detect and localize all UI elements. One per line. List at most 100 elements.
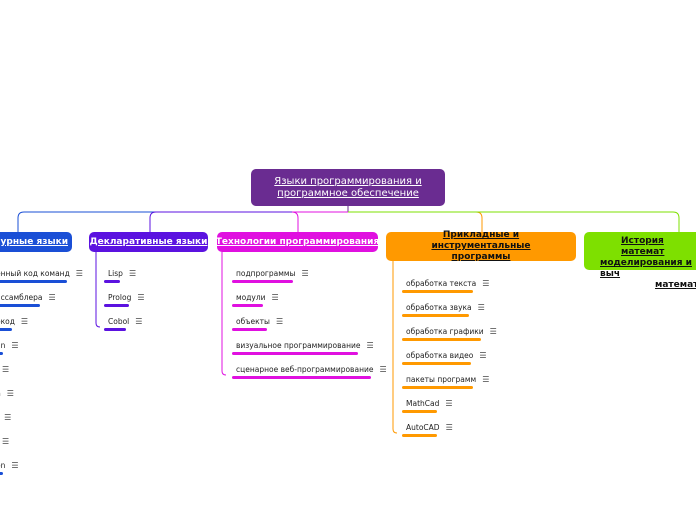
topic-3-4[interactable]: пакеты программ ☰ xyxy=(406,375,489,384)
topic-2-1[interactable]: модули ☰ xyxy=(236,293,279,302)
connector-line xyxy=(291,211,348,232)
topic-underline xyxy=(104,280,120,283)
connector-line xyxy=(95,252,101,328)
connector-line xyxy=(348,211,680,232)
topic-3-0[interactable]: обработка текста ☰ xyxy=(406,279,489,288)
topic-2-2[interactable]: объекты ☰ xyxy=(236,317,283,326)
topic-label: обработка текста xyxy=(406,279,477,288)
topic-label: сценарное веб-программирование xyxy=(236,365,374,374)
topic-1-0[interactable]: Lisp ☰ xyxy=(108,269,136,278)
notes-icon[interactable]: ☰ xyxy=(482,375,490,384)
topic-underline xyxy=(402,410,437,413)
topic-0-4[interactable]: ☰ xyxy=(0,365,9,374)
topic-underline xyxy=(232,376,371,379)
notes-icon[interactable]: ☰ xyxy=(445,399,453,408)
branch-declarative-label: Декларативные языки xyxy=(89,236,208,247)
topic-label: n xyxy=(0,389,1,398)
topic-0-8[interactable]: on ☰ xyxy=(0,461,19,470)
notes-icon[interactable]: ☰ xyxy=(11,341,19,350)
topic-label: Lisp xyxy=(108,269,123,278)
topic-0-0[interactable]: енный код команд ☰ xyxy=(0,269,83,278)
notes-icon[interactable]: ☰ xyxy=(48,293,56,302)
topic-0-1[interactable]: ассамблера☰ xyxy=(0,293,56,302)
connector-line xyxy=(149,211,348,232)
topic-1-2[interactable]: Cobol ☰ xyxy=(108,317,142,326)
topic-3-1[interactable]: обработка звука ☰ xyxy=(406,303,485,312)
notes-icon[interactable]: ☰ xyxy=(489,327,497,336)
branch-declarative-languages[interactable]: Декларативные языки xyxy=(89,232,208,252)
topic-label: Cobol xyxy=(108,317,130,326)
topic-label: подпрограммы xyxy=(236,269,296,278)
topic-label: енный код команд xyxy=(0,269,70,278)
topic-underline xyxy=(0,472,3,475)
topic-0-3[interactable]: an☰ xyxy=(0,341,19,350)
topic-label: MathCad xyxy=(406,399,440,408)
topic-underline xyxy=(104,304,129,307)
branch-history-line-1: История математ xyxy=(621,236,665,257)
topic-underline xyxy=(232,328,267,331)
root-topic-label: Языки программирования и программное обе… xyxy=(274,175,422,199)
notes-icon[interactable]: ☰ xyxy=(11,461,19,470)
notes-icon[interactable]: ☰ xyxy=(75,269,83,278)
topic-underline xyxy=(402,386,473,389)
topic-3-6[interactable]: AutoCAD ☰ xyxy=(406,423,453,432)
notes-icon[interactable]: ☰ xyxy=(20,317,29,326)
notes-icon[interactable]: ☰ xyxy=(4,413,12,422)
notes-icon[interactable]: ☰ xyxy=(271,293,279,302)
topic-underline xyxy=(402,290,473,293)
topic-underline xyxy=(402,434,437,437)
topic-label: пакеты программ xyxy=(406,375,477,384)
root-topic[interactable]: Языки программирования и программное обе… xyxy=(251,169,445,206)
topic-0-5[interactable]: n☰ xyxy=(0,389,14,398)
notes-icon[interactable]: ☰ xyxy=(366,341,374,350)
notes-icon[interactable]: ☰ xyxy=(128,269,137,278)
notes-icon[interactable]: ☰ xyxy=(137,293,145,302)
topic-3-5[interactable]: MathCad ☰ xyxy=(406,399,453,408)
branch-applied-software[interactable]: Прикладные и инструментальные программы xyxy=(386,230,576,262)
topic-label: визуальное программирование xyxy=(236,341,361,350)
topic-label: обработка звука xyxy=(406,303,472,312)
topic-3-3[interactable]: обработка видео☰ xyxy=(406,351,487,360)
connector-line xyxy=(221,252,227,376)
topic-0-6[interactable]: l☰ xyxy=(0,413,11,422)
connector-line xyxy=(392,261,398,434)
topic-underline xyxy=(0,328,12,331)
branch-procedural-label: дурные языки xyxy=(0,236,68,247)
notes-icon[interactable]: ☰ xyxy=(275,317,284,326)
topic-2-0[interactable]: подпрограммы ☰ xyxy=(236,269,309,278)
topic-0-7[interactable]: ☰ xyxy=(0,437,9,446)
topic-label: модули xyxy=(236,293,266,302)
topic-label: AutoCAD xyxy=(406,423,440,432)
notes-icon[interactable]: ☰ xyxy=(2,437,10,446)
notes-icon[interactable]: ☰ xyxy=(301,269,309,278)
topic-underline xyxy=(402,362,471,365)
notes-icon[interactable]: ☰ xyxy=(379,365,387,374)
topic-underline xyxy=(232,352,358,355)
branch-history-math-modeling[interactable]: История математ моделирования и выч мате… xyxy=(584,232,696,290)
topic-underline xyxy=(232,280,293,283)
notes-icon[interactable]: ☰ xyxy=(2,365,10,374)
topic-label: объекты xyxy=(236,317,270,326)
topic-underline xyxy=(104,328,126,331)
topic-3-2[interactable]: обработка графики ☰ xyxy=(406,327,497,336)
notes-icon[interactable]: ☰ xyxy=(477,303,485,312)
topic-underline xyxy=(0,352,3,355)
topic-2-3[interactable]: визуальное программирование ☰ xyxy=(236,341,374,350)
topic-label: on xyxy=(0,461,6,470)
notes-icon[interactable]: ☰ xyxy=(445,423,453,432)
topic-underline xyxy=(402,314,469,317)
topic-underline xyxy=(402,338,481,341)
topic-underline xyxy=(0,304,40,307)
topic-2-4[interactable]: сценарное веб-программирование ☰ xyxy=(236,365,387,374)
topic-label: обработка графики xyxy=(406,327,484,336)
topic-1-1[interactable]: Prolog☰ xyxy=(108,293,145,302)
notes-icon[interactable]: ☰ xyxy=(482,279,490,288)
connector-line xyxy=(17,211,348,232)
notes-icon[interactable]: ☰ xyxy=(135,317,143,326)
branch-procedural-languages[interactable]: дурные языки xyxy=(0,232,72,252)
notes-icon[interactable]: ☰ xyxy=(479,351,487,360)
topic-0-2[interactable]: окод☰ xyxy=(0,317,28,326)
notes-icon[interactable]: ☰ xyxy=(6,389,14,398)
branch-programming-technologies[interactable]: Технологии программирования xyxy=(216,232,379,252)
